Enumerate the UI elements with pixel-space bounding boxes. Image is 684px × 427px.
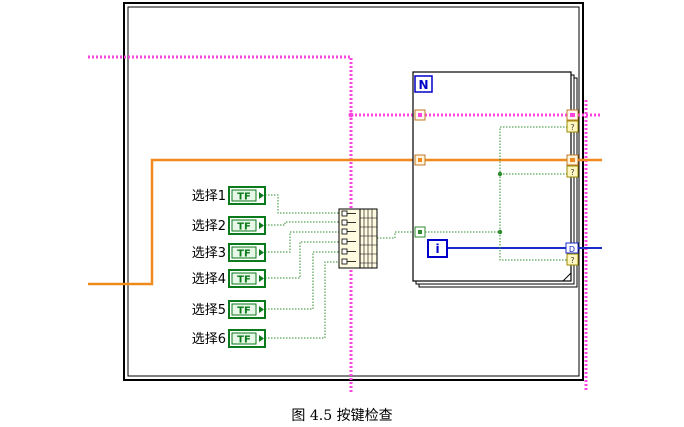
svg-text:选择3: 选择3 <box>192 246 226 261</box>
boolean-control-1: 选择1 TF <box>192 186 266 205</box>
svg-text:i: i <box>435 242 439 256</box>
boolean-wire <box>425 126 568 261</box>
build-array-node <box>338 208 378 269</box>
boolean-control-5: 选择5 TF <box>192 300 266 319</box>
svg-text:选择2: 选择2 <box>192 219 226 234</box>
svg-text:TF: TF <box>237 335 251 346</box>
svg-text:TF: TF <box>237 275 251 286</box>
svg-text:选择5: 选择5 <box>192 303 226 318</box>
boolean-control-6: 选择6 TF <box>192 329 266 348</box>
svg-text:选择1: 选择1 <box>192 189 226 204</box>
svg-text:?: ? <box>570 123 574 132</box>
cluster-wire <box>88 55 602 392</box>
svg-text:选择4: 选择4 <box>192 272 226 287</box>
boolean-control-3: 选择3 TF <box>192 243 266 262</box>
output-tunnel: D ? <box>565 242 579 266</box>
svg-text:TF: TF <box>237 192 251 203</box>
svg-text:?: ? <box>570 168 574 177</box>
outer-structure-inner-frame <box>127 6 580 377</box>
loop-iteration-terminal: i <box>427 239 448 258</box>
svg-text:选择6: 选择6 <box>192 332 226 347</box>
boolean-control-2: 选择2 TF <box>192 216 266 235</box>
loop-count-terminal: N <box>414 75 433 93</box>
input-tunnel <box>414 226 426 238</box>
figure-caption: 图 4.5 按键检查 <box>291 408 393 424</box>
svg-text:TF: TF <box>237 222 251 233</box>
outer-structure-frame <box>123 2 584 381</box>
input-tunnel <box>414 109 426 121</box>
svg-text:?: ? <box>570 256 574 265</box>
wire-junction <box>348 112 354 118</box>
output-tunnel: ? <box>566 109 579 133</box>
boolean-control-4: 选择4 TF <box>192 269 266 288</box>
output-tunnel: ? <box>566 154 579 178</box>
svg-text:TF: TF <box>237 249 251 260</box>
for-loop <box>412 71 578 288</box>
svg-text:N: N <box>418 78 428 92</box>
input-tunnel <box>414 154 426 166</box>
svg-text:D: D <box>569 245 575 254</box>
svg-text:TF: TF <box>237 306 251 317</box>
